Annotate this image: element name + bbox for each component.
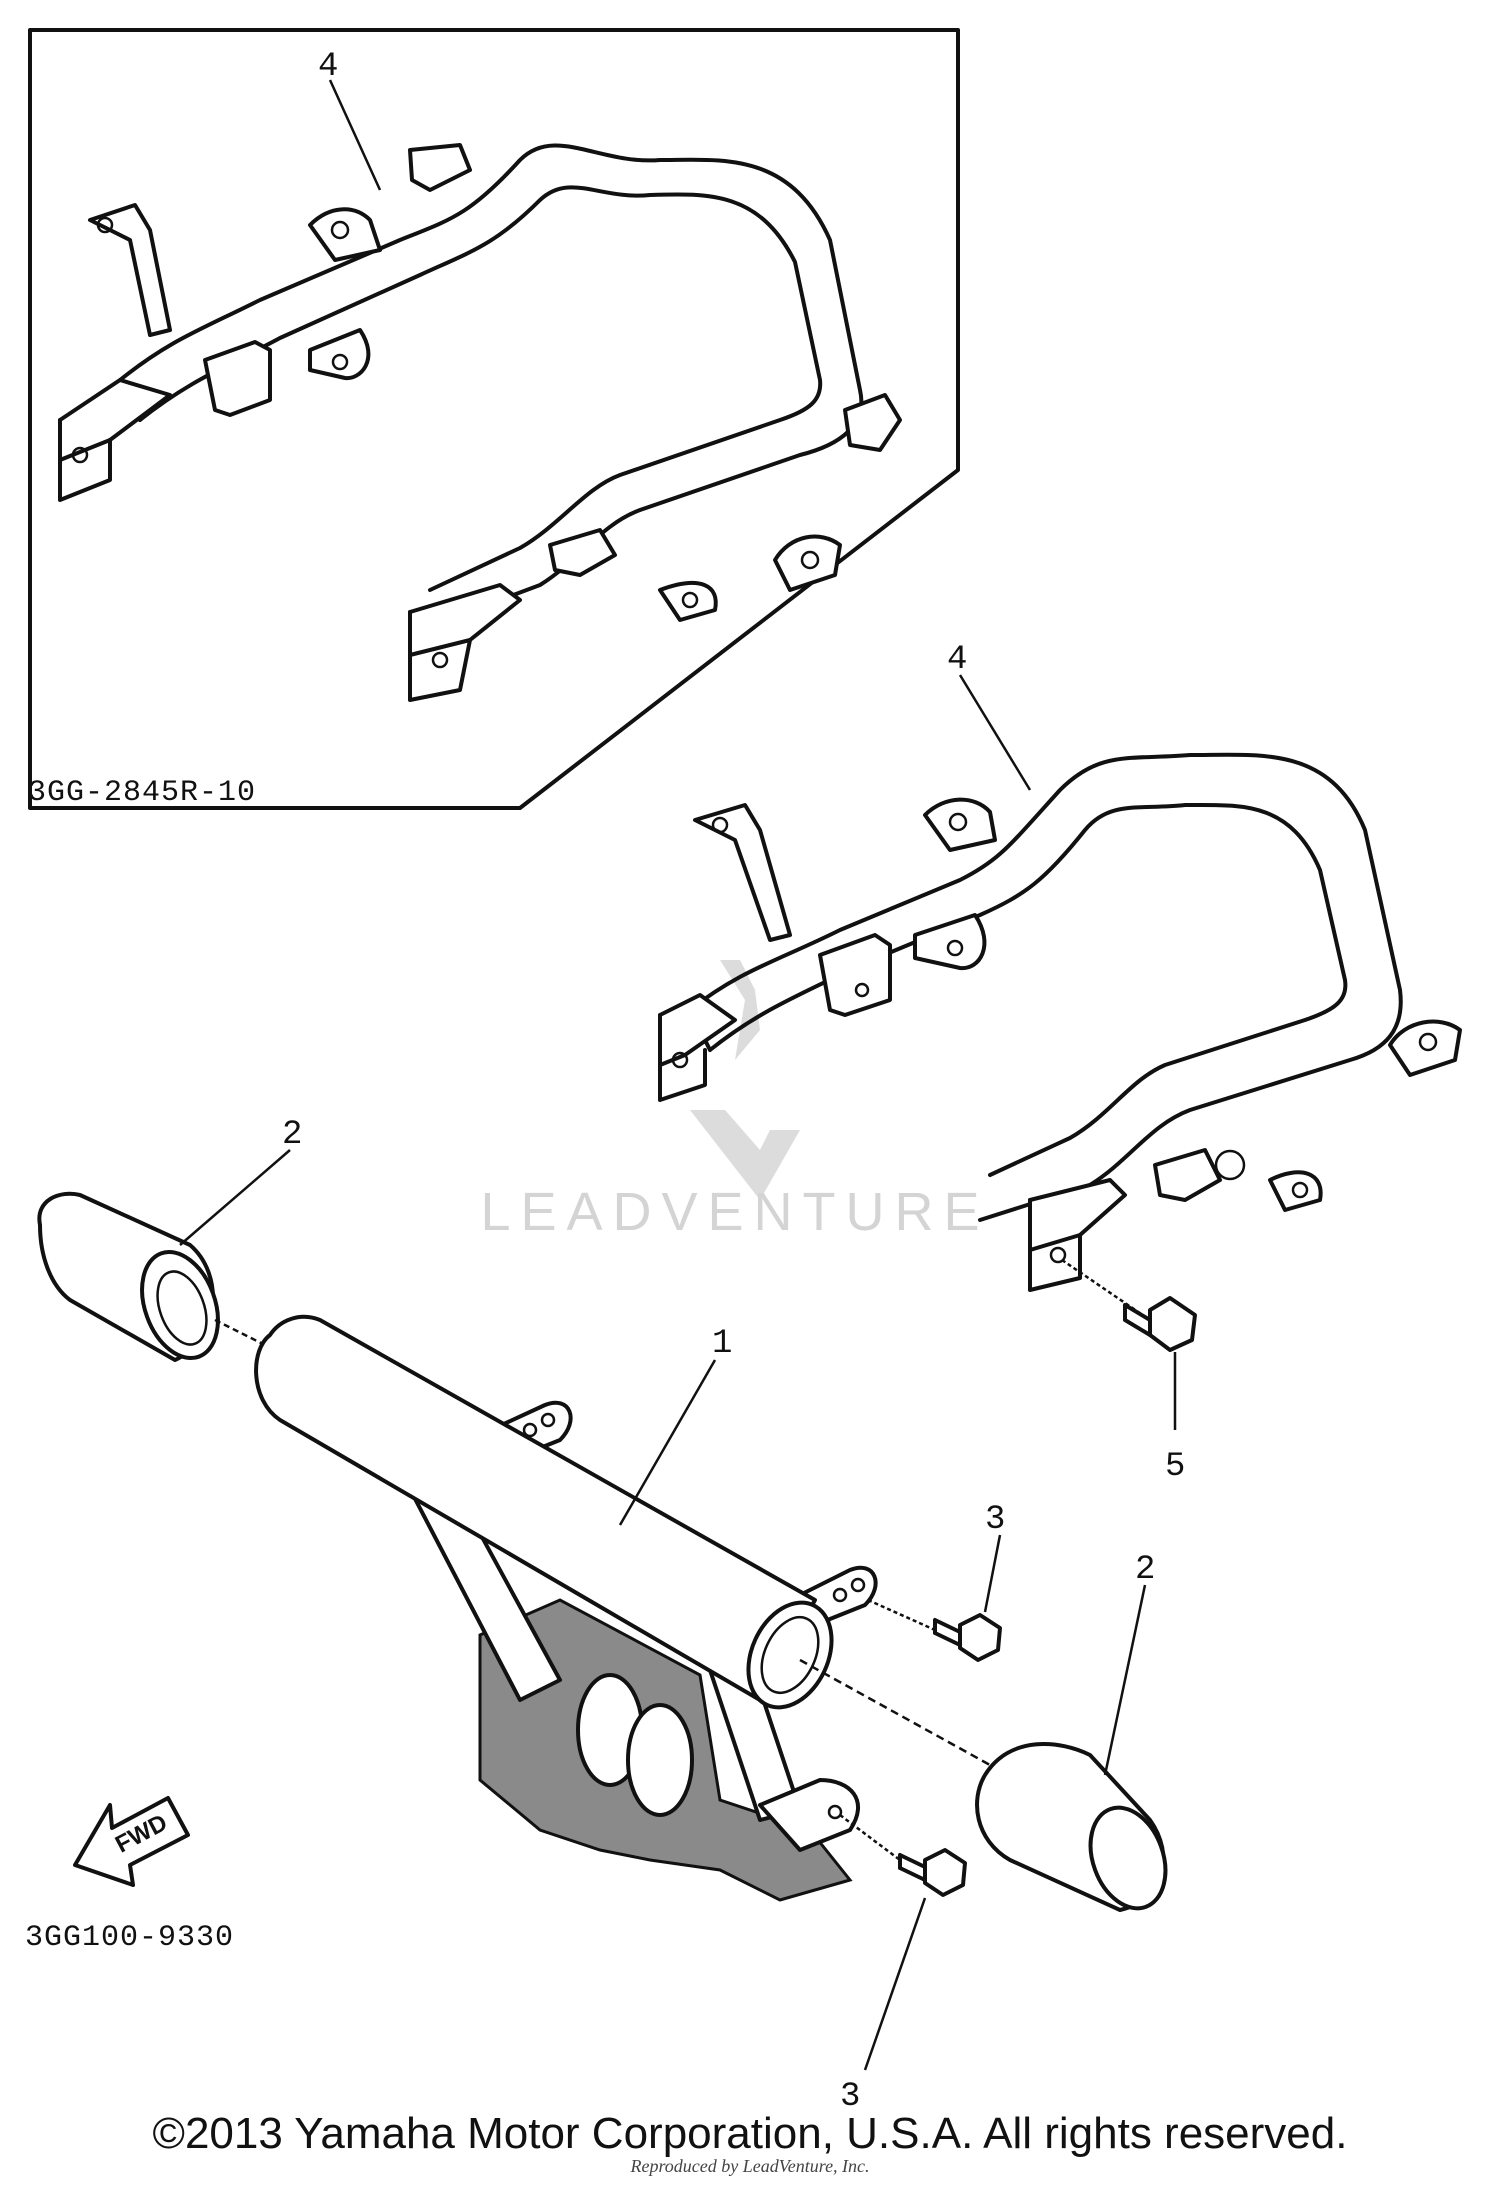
end-cap-right [975, 1741, 1168, 1912]
end-cap-left [37, 1191, 266, 1362]
callout-inset-4: 4 [318, 48, 338, 86]
guard-frame [658, 752, 1462, 1292]
leadventure-logo-icon [690, 960, 800, 1200]
callout-2-left: 2 [282, 1116, 302, 1154]
callout-1: 1 [712, 1325, 732, 1363]
fwd-arrow-icon: FWD [73, 1796, 190, 1887]
callout-5: 5 [1165, 1448, 1185, 1486]
leader-lines [179, 79, 1147, 1776]
flange-bolt-3-upper [867, 1534, 1002, 1662]
inset-panel: 3GG-2845R-10 [28, 28, 960, 810]
callout-3-upper: 3 [985, 1501, 1005, 1539]
copyright-text: ©2013 Yamaha Motor Corporation, U.S.A. A… [153, 2109, 1348, 2158]
inset-part-code: 3GG-2845R-10 [28, 776, 256, 810]
diagram-code: 3GG100-9330 [25, 1921, 234, 1955]
flange-bolt-3-lower [839, 1814, 967, 2071]
inset-guard-frame [58, 143, 902, 702]
watermark-brand: LEADVENTURE [480, 1182, 989, 1242]
reproduced-credit: Reproduced by LeadVenture, Inc. [629, 2156, 869, 2176]
callout-3-lower: 3 [840, 2078, 860, 2116]
callout-2-right: 2 [1135, 1551, 1155, 1589]
callout-4: 4 [947, 641, 967, 679]
bumper-assembly [254, 1314, 991, 1902]
flange-bolt-5 [1061, 1258, 1197, 1430]
